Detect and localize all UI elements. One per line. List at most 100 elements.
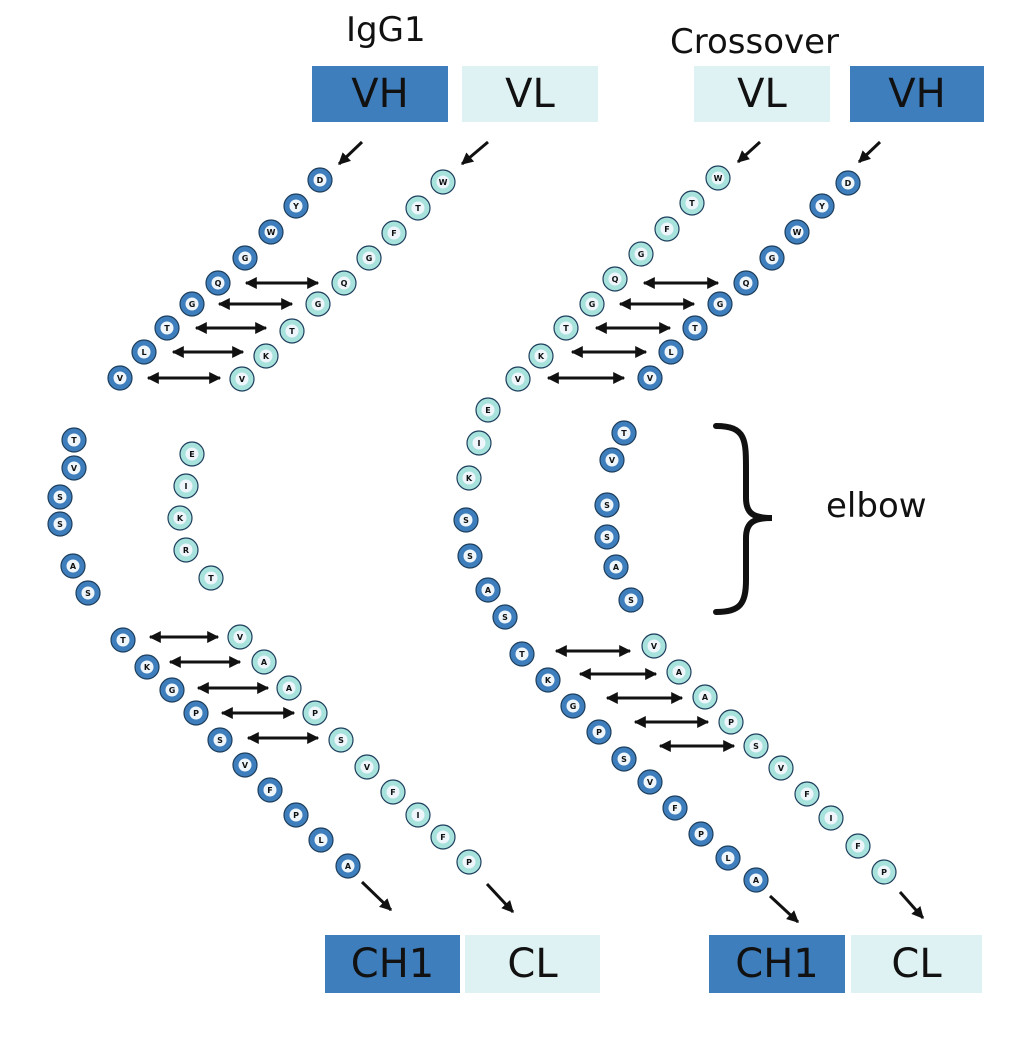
igg1-heavy-top-residue: Y	[283, 193, 309, 219]
igg1-light-bottom-residue-label: P	[466, 858, 472, 867]
igg1-heavy-bottom-residue: L	[308, 827, 334, 853]
igg1-heavy-elbow-residue-label: S	[57, 520, 63, 529]
crossover-light-elbow-residue-label: S	[502, 613, 508, 622]
crossover-light-bottom-residue: F	[845, 833, 871, 859]
igg1-heavy-bottom-residue: V	[232, 752, 258, 778]
igg1-light-bottom-residue-label: A	[261, 658, 268, 667]
igg1-light-bottom-residue: F	[430, 824, 456, 850]
igg1-light-elbow-residue-label: T	[208, 574, 214, 583]
crossover-heavy-bottom-residue-label: F	[672, 804, 677, 813]
crossover-heavy-bottom-residue-label: P	[596, 728, 602, 737]
igg1-light-top-residue: F	[381, 220, 407, 246]
crossover-heavy-elbow-residue-label: A	[613, 563, 620, 572]
crossover-light-elbow-residue-label: E	[485, 406, 490, 415]
igg1-vl-box: VL	[462, 66, 598, 122]
igg1-light-bottom-residue-label: A	[286, 684, 293, 693]
igg1-light-top-residue: Q	[331, 270, 357, 296]
igg1-heavy-bottom-residue-label: G	[169, 686, 176, 695]
crossover-light-top-residue: Q	[602, 266, 628, 292]
crossover-heavy-bottom-residue: V	[637, 769, 663, 795]
igg1-light-elbow-residue: K	[167, 505, 193, 531]
vh-entry-arrow	[857, 140, 882, 164]
crossover-heavy-bottom-residue-label: V	[647, 778, 654, 787]
crossover-light-bottom-residue-label: F	[855, 842, 860, 851]
igg1-heavy-elbow-residue: S	[47, 484, 73, 510]
crossover-heavy-bottom-residue: G	[560, 693, 586, 719]
crossover-heavy-bottom-residue-label: G	[570, 702, 577, 711]
igg1-heavy-bottom-residue: A	[335, 853, 361, 879]
igg1-light-top-residue-label: T	[415, 204, 421, 213]
igg1-heavy-bottom-residue-label: P	[293, 811, 299, 820]
igg1-heavy-elbow-residue-label: V	[71, 464, 78, 473]
crossover-light-top-residue-label: G	[589, 300, 596, 309]
crossover-heavy-top-residue: V	[637, 365, 663, 391]
crossover-heavy-elbow-residue-label: S	[604, 501, 610, 510]
crossover-heavy-bottom-residue: S	[611, 746, 637, 772]
igg1-light-bottom-residue-label: V	[237, 633, 244, 642]
crossover-light-bottom-residue-label: S	[753, 742, 759, 751]
crossover-title: Crossover	[670, 22, 840, 62]
igg1-heavy-bottom-residue-label: V	[242, 761, 249, 770]
igg1-heavy-top-residue: V	[107, 365, 133, 391]
igg1-heavy-bottom-residue-label: T	[120, 636, 126, 645]
igg1-light-elbow-residue-label: I	[185, 482, 188, 491]
igg1-heavy-elbow-residue-label: S	[57, 493, 63, 502]
igg1-light-top-residue: K	[253, 343, 279, 369]
igg1-heavy-top-residue-label: G	[189, 300, 196, 309]
crossover-light-elbow-residue: K	[456, 465, 482, 491]
igg1-heavy-top-residue: Q	[205, 270, 231, 296]
igg1-heavy-bottom-residue: F	[257, 777, 283, 803]
igg1-light-bottom-residue-label: F	[440, 833, 445, 842]
crossover-light-top-residue-label: W	[714, 174, 723, 183]
igg1-light-top-residue: T	[405, 195, 431, 221]
crossover-light-elbow-residue-label: K	[466, 474, 473, 483]
crossover-heavy-bottom-residue: T	[509, 641, 535, 667]
crossover-light-bottom-residue-label: I	[830, 814, 833, 823]
crossover-light-bottom-residue: P	[718, 709, 744, 735]
crossover-heavy-top-residue-label: G	[717, 300, 724, 309]
igg1-heavy-elbow-residue: T	[61, 427, 87, 453]
igg1-light-bottom-residue-label: S	[338, 736, 344, 745]
crossover-heavy-top-residue-label: T	[692, 324, 698, 333]
igg1-heavy-elbow-residue-label: T	[71, 436, 77, 445]
igg1-heavy-bottom-residue: T	[110, 627, 136, 653]
crossover-light-top-residue: V	[505, 366, 531, 392]
igg1-light-bottom-residue: V	[227, 624, 253, 650]
igg1-ch1-box: CH1	[325, 935, 460, 993]
igg1-heavy-elbow-residue: S	[75, 580, 101, 606]
crossover-light-top-residue: F	[654, 216, 680, 242]
crossover-light-top-residue-label: T	[563, 324, 569, 333]
crossover-heavy-bottom-residue-label: P	[698, 830, 704, 839]
crossover-light-elbow-residue: S	[457, 543, 483, 569]
igg1-light-top-residue-label: Q	[341, 279, 348, 288]
crossover-light-bottom-residue: V	[768, 755, 794, 781]
igg1-vh-box: VH	[312, 66, 448, 122]
igg1-heavy-bottom-residue: G	[159, 677, 185, 703]
crossover-light-elbow-residue-label: A	[485, 586, 492, 595]
crossover-heavy-top-residue-label: V	[647, 374, 654, 383]
crossover-heavy-bottom-residue-label: S	[621, 755, 627, 764]
igg1-light-top-residue-label: T	[289, 327, 295, 336]
crossover-light-elbow-residue: E	[475, 397, 501, 423]
igg1-light-bottom-residue: V	[354, 754, 380, 780]
igg1-light-elbow-residue: E	[179, 441, 205, 467]
igg1-light-bottom-residue-label: P	[312, 709, 318, 718]
igg1-light-bottom-residue: A	[251, 649, 277, 675]
crossover-heavy-bottom-residue: K	[535, 667, 561, 693]
crossover-light-bottom-residue-label: F	[804, 790, 809, 799]
crossover-light-top-residue: G	[628, 241, 654, 267]
igg1-heavy-bottom-residue-label: P	[193, 709, 199, 718]
vl-entry-arrow	[736, 140, 762, 164]
igg1-heavy-elbow-residue-label: A	[70, 562, 77, 571]
crossover-light-top-residue-label: V	[515, 375, 522, 384]
crossover-heavy-elbow-residue: S	[618, 587, 644, 613]
crossover-heavy-bottom-residue: P	[586, 719, 612, 745]
crossover-light-top-residue-label: K	[538, 352, 545, 361]
igg1-heavy-bottom-residue: P	[283, 802, 309, 828]
igg1-heavy-top-residue: D	[307, 167, 333, 193]
crossover-heavy-bottom-residue: P	[688, 821, 714, 847]
igg1-light-top-residue-label: V	[239, 375, 246, 384]
crossover-light-bottom-residue-label: V	[778, 764, 785, 773]
crossover-heavy-top-residue: G	[707, 291, 733, 317]
